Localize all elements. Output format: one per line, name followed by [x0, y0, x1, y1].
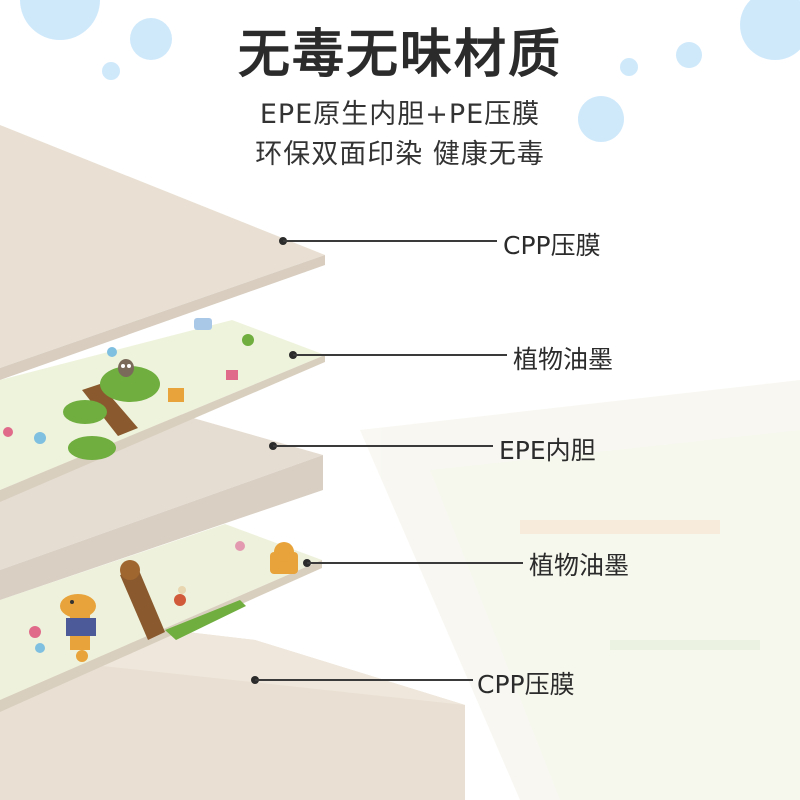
tree-illustration	[63, 366, 160, 460]
bubble-decoration	[578, 96, 624, 142]
subtitle-materials: EPE原生内胆+PE压膜	[259, 99, 541, 130]
callout-line	[273, 445, 493, 447]
bubble-decoration	[102, 62, 120, 80]
subtitle-features: 环保双面印染 健康无毒	[255, 139, 545, 170]
callout-line	[307, 562, 523, 564]
birdhouse-icon	[168, 388, 184, 402]
fox-illustration	[270, 542, 298, 574]
layer-ink-1	[0, 318, 325, 502]
layer-cpp-top	[0, 125, 325, 380]
label-ink-bottom: 植物油墨	[529, 551, 630, 580]
background-mat	[360, 380, 800, 800]
layer-ink-2	[0, 524, 322, 712]
bubble-decoration	[130, 18, 172, 60]
callout-line	[255, 679, 473, 681]
page-title: 无毒无味材质	[237, 25, 562, 85]
label-ink-top: 植物油墨	[513, 345, 614, 374]
giraffe-illustration	[60, 594, 96, 650]
label-cpp-top: CPP压膜	[503, 231, 601, 260]
label-cpp-bottom: CPP压膜	[477, 670, 575, 699]
callout-line	[293, 354, 507, 356]
bubble-decoration	[740, 0, 800, 60]
bubble-decoration	[676, 42, 702, 68]
crocodile-illustration	[165, 600, 246, 640]
label-epe-core: EPE内胆	[499, 436, 596, 465]
callout-line	[283, 240, 497, 242]
tree-trunk	[120, 568, 165, 640]
bubble-decoration	[620, 58, 638, 76]
owl-icon	[118, 359, 134, 377]
